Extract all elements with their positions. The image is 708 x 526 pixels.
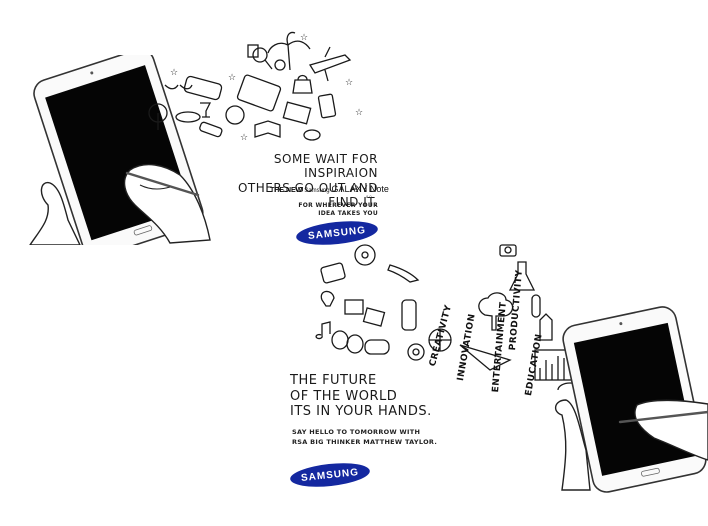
tablet-icon [320, 262, 346, 284]
tagline-line-2: IDEA TAKES YOU [318, 209, 378, 217]
bus-icon [183, 75, 223, 101]
wine-glass-icon [200, 102, 212, 118]
ad-bottom: CREATIVITY INNOVATION ENTERTAINMENT PROD… [280, 240, 708, 526]
samsung-logo-bottom: SAMSUNG [289, 459, 371, 491]
headline-top: SOME WAIT FOR INSPIRAION OTHERS GO OUT A… [228, 152, 378, 210]
theater-masks-icon [331, 330, 349, 350]
gear-icon [407, 343, 425, 361]
hat-icon [175, 111, 201, 123]
book-icon [254, 120, 281, 138]
product-line: THE NEW Samsung GALAXY Note [270, 184, 389, 194]
rocket-icon-2 [539, 313, 553, 341]
subheadline-bottom: SAY HELLO TO TOMORROW WITH RSA BIG THINK… [292, 428, 437, 448]
computer-icon [344, 299, 364, 315]
left-hand [29, 181, 81, 245]
headline-line-1: THE FUTURE [290, 373, 377, 388]
samsung-logo-text: SAMSUNG [300, 466, 360, 484]
pizza-icon [225, 105, 245, 125]
rocket-icon [387, 264, 420, 283]
laptop-icon [282, 101, 312, 125]
mouse-icon [303, 129, 321, 141]
airplane-icon [308, 46, 352, 82]
s-pen [125, 171, 200, 197]
sub-line-2: RSA BIG THINKER MATTHEW TAYLOR. [292, 437, 438, 446]
flask-icon [508, 261, 536, 291]
lightbulb-icon [320, 290, 335, 307]
right-hand [123, 163, 211, 244]
headline-line-1: SOME WAIT FOR INSPIRAION [273, 152, 378, 181]
sub-line-1: SAY HELLO TO TOMORROW WITH [292, 428, 421, 436]
keyboard-icon [362, 307, 386, 327]
cd-icon [354, 244, 376, 266]
product-suffix: 8.0 [366, 194, 372, 199]
race-car-icon [401, 299, 417, 331]
bed-icon [236, 74, 282, 112]
headline-line-3: ITS IN YOUR HANDS. [290, 404, 432, 420]
paper-plane-icon [459, 344, 512, 371]
right-hand [634, 399, 708, 461]
doodle-cloud-travel: ☆ ☆ ☆ ☆ ☆ ☆ [148, 31, 363, 143]
s-pen [618, 410, 708, 424]
tennis-racket-icon [252, 47, 268, 63]
bottle-icon [199, 121, 223, 138]
product-name: GALAXY Note [331, 184, 389, 194]
tablet-illustration-bottom [555, 306, 708, 493]
tree-icon [478, 292, 514, 331]
star-icon: ☆ [228, 73, 236, 83]
product-prefix: THE NEW [270, 187, 303, 194]
tagline-line-1: FOR WHEREVER YOUR [298, 202, 378, 209]
handbag-icon [292, 74, 313, 94]
star-icon: ☆ [240, 133, 248, 143]
gamepad-icon [364, 339, 390, 355]
paint-palette-icon [557, 382, 580, 390]
palm-tree-icon [267, 31, 311, 71]
product-brand: Samsung [304, 188, 330, 194]
phone-icon [317, 93, 337, 119]
star-icon: ☆ [345, 78, 353, 88]
chair-icon [247, 44, 259, 58]
ball-icon [274, 59, 286, 71]
star-icon: ☆ [300, 33, 308, 43]
left-hand [555, 399, 591, 491]
music-note-icon [315, 321, 331, 340]
ad-top: ☆ ☆ ☆ ☆ ☆ ☆ SOME WAIT FOR INSPIRAION OTH… [0, 0, 400, 260]
star-icon: ☆ [355, 108, 363, 118]
sunglasses-icon [164, 84, 193, 90]
doodle-cloud-tech [315, 244, 580, 390]
headline-line-2: OTHERS GO OUT AND FIND IT. [237, 180, 378, 210]
samsung-logo-text: SAMSUNG [307, 224, 367, 242]
test-tube-icon [531, 294, 541, 318]
tagline-top: FOR WHEREVER YOUR IDEA TAKES YOU [290, 202, 378, 218]
headline-bottom: THE FUTURE OF THE WORLD ITS IN YOUR HAND… [290, 373, 432, 420]
star-icon: ☆ [170, 68, 178, 78]
camera-icon [499, 244, 517, 257]
headline-line-2: OF THE WORLD [290, 388, 398, 404]
tablet-illustration-top [29, 55, 211, 245]
